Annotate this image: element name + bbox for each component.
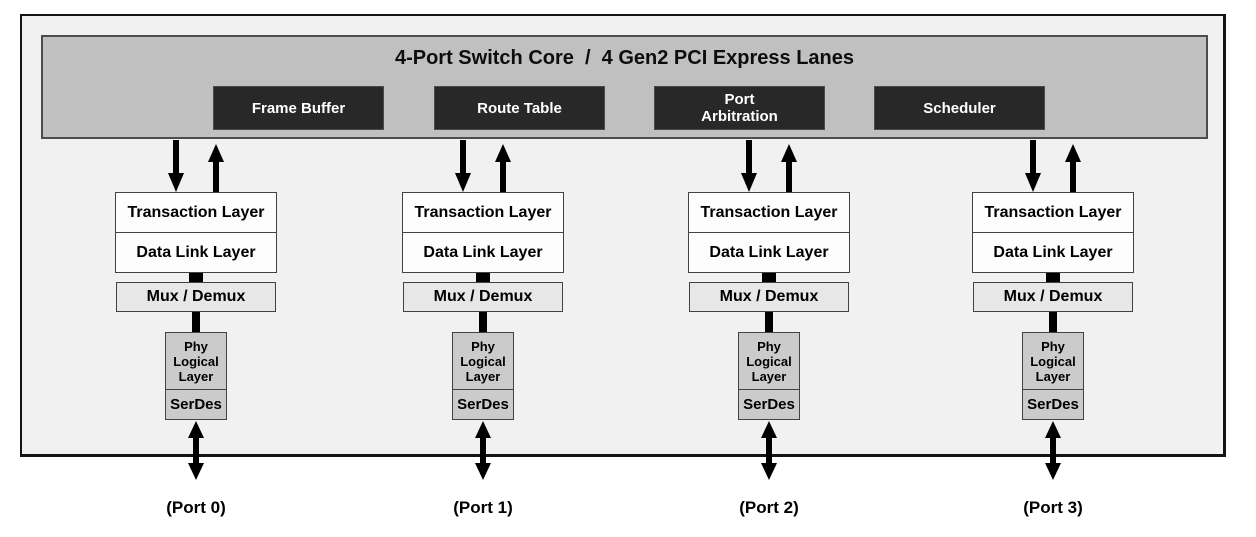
phy-logical-layer-box: Phy Logical Layer [173, 338, 219, 384]
mux-demux-box: Mux / Demux [116, 282, 276, 312]
bidirectional-arrow-icon [188, 421, 204, 480]
phy-logical-layer-box: Phy Logical Layer [1030, 338, 1076, 384]
bidirectional-arrow-icon [1045, 421, 1061, 480]
pcie-layer-box: Transaction Layer Data Link Layer [115, 192, 277, 273]
port-label: (Port 2) [739, 498, 799, 517]
phy-logical-layer-box: Phy Logical Layer [460, 338, 506, 384]
up-arrow-icon [208, 144, 224, 192]
mux-demux-box: Mux / Demux [403, 282, 563, 312]
serdes-box: SerDes [453, 389, 513, 419]
switch-core-bar: 4-Port Switch Core / 4 Gen2 PCI Express … [41, 35, 1208, 139]
data-link-layer-box: Data Link Layer [689, 232, 849, 272]
mux-phy-connector [192, 307, 200, 335]
data-link-layer-box: Data Link Layer [403, 232, 563, 272]
down-arrow-icon [455, 140, 471, 192]
transaction-layer-box: Transaction Layer [700, 203, 838, 221]
port-stack-3: Transaction Layer Data Link Layer Mux / … [972, 139, 1134, 523]
phy-logical-layer-box: Phy Logical Layer [746, 338, 792, 384]
down-arrow-icon [741, 140, 757, 192]
serdes-box: SerDes [1023, 389, 1083, 419]
phy-box: Phy Logical Layer SerDes [1022, 332, 1084, 420]
mux-phy-connector [765, 307, 773, 335]
serdes-box: SerDes [739, 389, 799, 419]
pcie-layer-box: Transaction Layer Data Link Layer [972, 192, 1134, 273]
pcie-layer-box: Transaction Layer Data Link Layer [688, 192, 850, 273]
up-arrow-icon [1065, 144, 1081, 192]
transaction-layer-box: Transaction Layer [414, 203, 552, 221]
port-stack-0: Transaction Layer Data Link Layer Mux / … [115, 139, 277, 523]
core-block-frame-buffer: Frame Buffer [213, 86, 384, 130]
data-link-layer-box: Data Link Layer [116, 232, 276, 272]
phy-box: Phy Logical Layer SerDes [738, 332, 800, 420]
pcie-layer-box: Transaction Layer Data Link Layer [402, 192, 564, 273]
phy-box: Phy Logical Layer SerDes [452, 332, 514, 420]
core-block-port-arbitration: Port Arbitration [654, 86, 825, 130]
down-arrow-icon [168, 140, 184, 192]
core-block-route-table: Route Table [434, 86, 605, 130]
data-link-layer-box: Data Link Layer [973, 232, 1133, 272]
mux-demux-box: Mux / Demux [689, 282, 849, 312]
core-block-scheduler: Scheduler [874, 86, 1045, 130]
up-arrow-icon [495, 144, 511, 192]
transaction-layer-box: Transaction Layer [984, 203, 1122, 221]
port-label: (Port 1) [453, 498, 513, 517]
mux-demux-box: Mux / Demux [973, 282, 1133, 312]
bidirectional-arrow-icon [475, 421, 491, 480]
transaction-layer-box: Transaction Layer [127, 203, 265, 221]
port-label: (Port 0) [166, 498, 226, 517]
mux-phy-connector [479, 307, 487, 335]
mux-phy-connector [1049, 307, 1057, 335]
up-arrow-icon [781, 144, 797, 192]
serdes-box: SerDes [166, 389, 226, 419]
port-label: (Port 3) [1023, 498, 1083, 517]
bidirectional-arrow-icon [761, 421, 777, 480]
core-title: 4-Port Switch Core / 4 Gen2 PCI Express … [394, 47, 855, 69]
phy-box: Phy Logical Layer SerDes [165, 332, 227, 420]
port-stack-1: Transaction Layer Data Link Layer Mux / … [402, 139, 564, 523]
down-arrow-icon [1025, 140, 1041, 192]
port-stack-2: Transaction Layer Data Link Layer Mux / … [688, 139, 850, 523]
